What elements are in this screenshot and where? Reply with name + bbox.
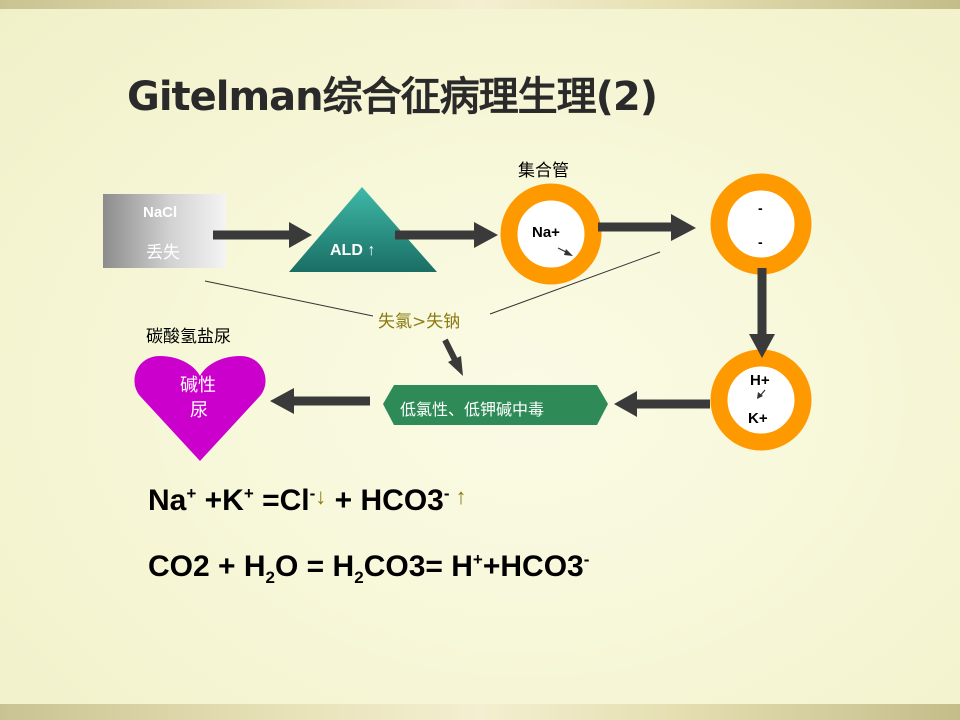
arrowhead-note-alkalosis	[448, 356, 463, 376]
arrow-note-alkalosis	[442, 338, 458, 362]
loss-note: 失氯>失钠	[378, 312, 461, 332]
slide-title: Gitelman综合征病理生理(2)	[127, 74, 658, 120]
eq2-sup4: -	[583, 550, 590, 569]
eq1-up-arrow: ↑	[455, 484, 467, 509]
eq1-cl-sup: -	[309, 484, 316, 503]
tubule-top-minus: -	[758, 200, 763, 216]
eq2-sub1: 2	[265, 568, 276, 587]
tubule-bottom-minus: -	[758, 234, 763, 250]
nacl-loss-box	[103, 194, 226, 268]
nacl-label: NaCl	[143, 204, 178, 221]
loss-label: 丢失	[146, 243, 180, 263]
equation-carbonic-acid: CO2 + H2O = H2CO3= H++HCO3-	[148, 550, 589, 588]
eq2-sub2: 2	[354, 568, 364, 587]
arrowhead-ald-tubule	[474, 222, 498, 248]
eq2-part3: CO3= H	[363, 550, 473, 583]
eq1-k: +K	[196, 484, 244, 517]
eq1-na: Na	[148, 484, 187, 517]
tubule-k-label: K+	[748, 410, 768, 427]
top-border	[0, 0, 960, 9]
tubule-ring-hk	[710, 349, 812, 451]
eq2-part2: O = H	[275, 550, 355, 583]
eq1-down-arrow: ↓	[315, 484, 327, 509]
arrowhead-hk-alkalosis	[614, 391, 637, 417]
heart-text-line2: 尿	[190, 400, 208, 421]
eq1-hco3: + HCO3	[326, 484, 444, 517]
eq2-sup3: +	[472, 550, 483, 569]
eq1-hco3-sup: -	[443, 484, 450, 503]
alkalosis-box	[383, 385, 608, 425]
alkaline-urine-heart	[134, 356, 266, 461]
ald-text: ALD	[330, 242, 363, 259]
collecting-duct-label: 集合管	[518, 161, 569, 181]
tubule-ring-exchange	[710, 173, 812, 275]
alkalosis-label: 低氯性、低钾碱中毒	[400, 400, 545, 419]
heart-text-line1: 碱性	[180, 375, 216, 396]
arrowhead-down	[749, 334, 775, 358]
bottom-border	[0, 704, 960, 720]
eq2-part4: +HCO3	[482, 550, 584, 583]
connector-line-left	[204, 280, 374, 317]
connector-line-right	[489, 251, 661, 315]
ald-triangle	[289, 187, 437, 272]
eq1-na-sup: +	[186, 484, 197, 503]
eq1-k-sup: +	[243, 484, 254, 503]
arrowhead-tubule-tubule	[671, 214, 696, 241]
na-transport-arrowhead	[564, 249, 573, 256]
arrowhead-nacl-ald	[289, 222, 312, 248]
ald-up-arrow: ↑	[367, 242, 376, 259]
eq1-cl: =Cl	[253, 484, 310, 517]
bicarbonate-urine-label: 碳酸氢盐尿	[146, 327, 231, 347]
equation-ion-balance: Na+ +K+ =Cl-↓ + HCO3-↑	[148, 484, 467, 518]
eq2-part1: CO2 + H	[148, 550, 266, 583]
hk-transport-arrowhead	[757, 392, 763, 399]
ald-label: ALD ↑	[330, 242, 375, 260]
tubule-h-label: H+	[750, 372, 770, 389]
arrowhead-alkalosis-heart	[270, 388, 294, 414]
tubule-na-label: Na+	[532, 224, 560, 241]
